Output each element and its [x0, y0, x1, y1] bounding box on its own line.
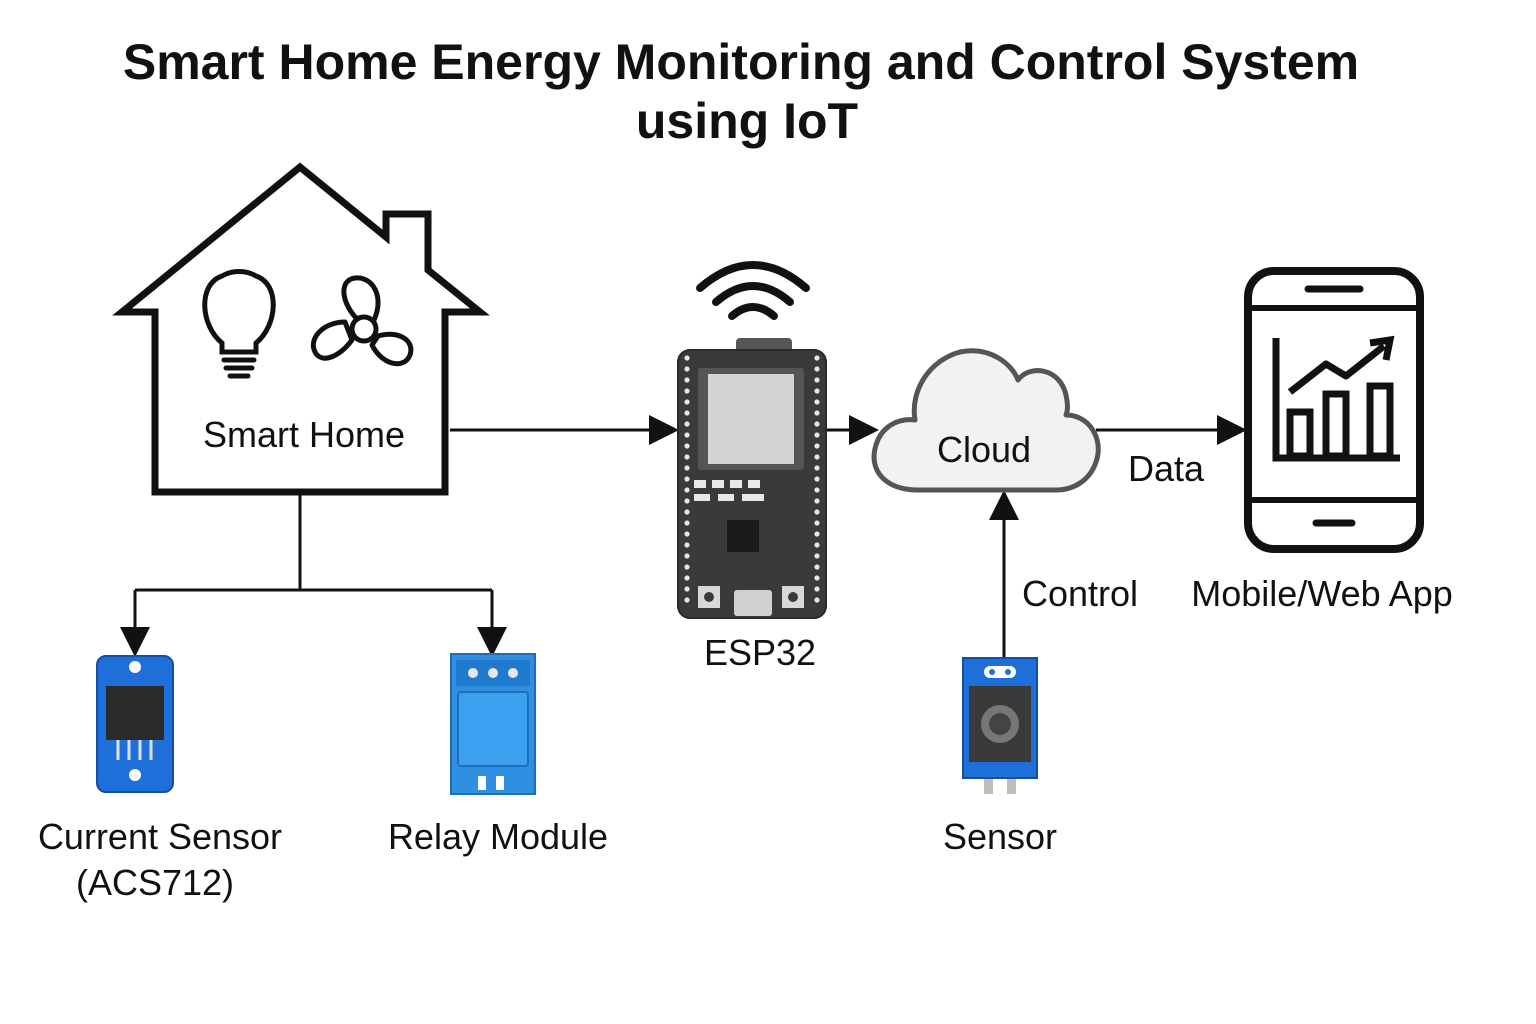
esp32-pin [684, 520, 690, 526]
esp32-pin [684, 443, 690, 449]
esp32-pin [684, 597, 690, 603]
sensor-label: Sensor [943, 816, 1057, 857]
esp32-pin [814, 476, 820, 482]
cloud-node: Cloud [871, 348, 1101, 493]
esp32-board-icon [677, 338, 827, 619]
smart-home-node: Smart Home [112, 162, 490, 496]
esp32-pin [814, 509, 820, 515]
edge-label-data: Data [1128, 448, 1205, 489]
smart-home-label: Smart Home [203, 414, 405, 455]
edge-home-to-modules [120, 492, 507, 657]
esp32-pin [684, 553, 690, 559]
mobile-app-node: Mobile/Web App [1191, 267, 1453, 614]
wifi-icon [696, 261, 810, 320]
esp32-pin [684, 531, 690, 537]
esp32-pin [814, 366, 820, 372]
esp32-pin [684, 388, 690, 394]
relay-module-icon [450, 653, 536, 795]
esp32-pin [814, 498, 820, 504]
esp32-pin [814, 410, 820, 416]
esp32-pin [684, 454, 690, 460]
cloud-label: Cloud [937, 429, 1031, 470]
diagram-title-line2: using IoT [636, 93, 858, 149]
fan-icon [310, 275, 414, 367]
esp32-pin [684, 476, 690, 482]
esp32-pin [814, 531, 820, 537]
esp32-pin [814, 575, 820, 581]
esp32-pin [814, 432, 820, 438]
current-sensor-label-line2: (ACS712) [76, 862, 234, 903]
esp32-pin [684, 498, 690, 504]
esp32-pin [684, 421, 690, 427]
edge-label-control: Control [1022, 573, 1138, 614]
current-sensor-node: Current Sensor (ACS712) [38, 655, 282, 903]
esp32-pin [684, 465, 690, 471]
esp32-pin [684, 509, 690, 515]
esp32-pin [814, 542, 820, 548]
esp32-pin [814, 520, 820, 526]
esp32-pin [814, 399, 820, 405]
esp32-pin [814, 564, 820, 570]
esp32-pin [684, 432, 690, 438]
esp32-pin [814, 421, 820, 427]
current-sensor-label-line1: Current Sensor [38, 816, 282, 857]
esp32-pin [684, 564, 690, 570]
esp32-pin [814, 465, 820, 471]
esp32-pin [684, 399, 690, 405]
light-bulb-icon [202, 269, 276, 379]
esp32-pin [684, 377, 690, 383]
esp32-header-pins [684, 355, 690, 603]
esp32-pin [684, 355, 690, 361]
esp32-pin [814, 377, 820, 383]
esp32-pin [814, 443, 820, 449]
esp32-pin [814, 586, 820, 592]
chart-icon [1272, 335, 1400, 462]
esp32-pin [684, 575, 690, 581]
relay-label: Relay Module [388, 816, 608, 857]
current-sensor-module-icon [96, 655, 174, 793]
house-icon [112, 162, 490, 496]
esp32-label: ESP32 [704, 632, 816, 673]
esp32-pin [814, 487, 820, 493]
esp32-header-pins [814, 355, 820, 603]
esp32-pin [814, 597, 820, 603]
sensor-node: Sensor [943, 657, 1057, 857]
esp32-pin [684, 487, 690, 493]
relay-node: Relay Module [388, 653, 608, 857]
esp32-pin [684, 366, 690, 372]
esp32-pin [814, 553, 820, 559]
esp32-pin [814, 454, 820, 460]
esp32-pin [684, 542, 690, 548]
esp32-pin [814, 388, 820, 394]
diagram-title-line1: Smart Home Energy Monitoring and Control… [123, 34, 1359, 90]
mobile-app-label: Mobile/Web App [1191, 573, 1453, 614]
sensor-module-icon [962, 657, 1038, 794]
esp32-pin [684, 586, 690, 592]
esp32-pin [684, 410, 690, 416]
esp32-node: ESP32 [677, 261, 827, 673]
cloud-icon [871, 348, 1101, 493]
esp32-pin [814, 355, 820, 361]
